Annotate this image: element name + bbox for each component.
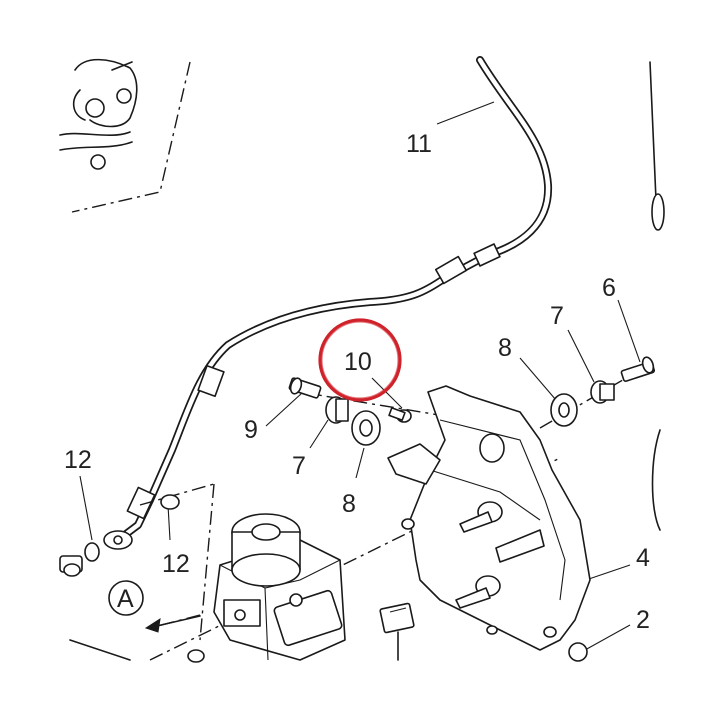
- abs-modulator-unit: [187, 513, 346, 663]
- right-edge-parts: [649, 61, 665, 531]
- nut: [568, 642, 588, 662]
- label-spacer-right: 7: [550, 302, 564, 330]
- label-grommet-left: 8: [342, 490, 356, 518]
- label-view-ref: A: [117, 585, 134, 613]
- mounting-bracket: [387, 385, 591, 651]
- right-hardware: [550, 356, 656, 427]
- view-reference: [69, 580, 201, 661]
- left-hardware: [288, 377, 412, 446]
- label-grommet-right: 8: [498, 334, 512, 362]
- label-hose: 11: [406, 130, 432, 158]
- highlight-circle-inner: [321, 321, 399, 399]
- label-bracket: 4: [636, 544, 650, 572]
- connector: [379, 602, 415, 661]
- label-nut: 2: [636, 606, 650, 634]
- label-spacer-left: 7: [292, 452, 306, 480]
- brake-hose: [103, 56, 553, 550]
- highlight-circle: [318, 318, 402, 402]
- label-washer-left: 12: [64, 446, 92, 474]
- label-washer-mid: 12: [162, 550, 190, 578]
- label-bolt-right: 6: [602, 274, 616, 302]
- leader-lines: [79, 101, 641, 651]
- top-left-detail: [59, 58, 191, 213]
- label-bolt-left: 9: [244, 416, 258, 444]
- label-screw-highlighted: 10: [344, 348, 372, 376]
- left-washers: [59, 494, 180, 577]
